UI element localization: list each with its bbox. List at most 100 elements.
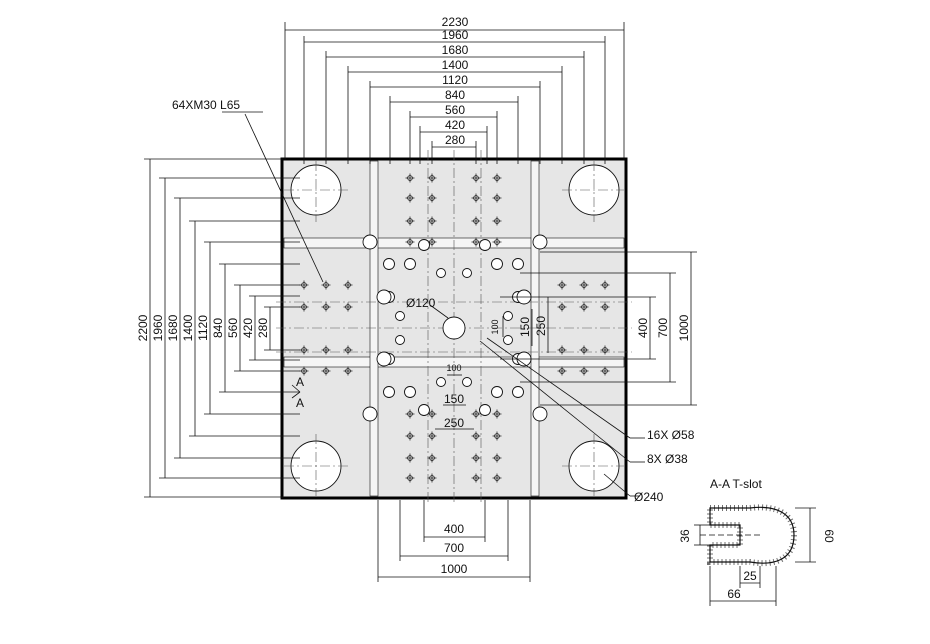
dim-700b-text: 700 (444, 541, 464, 555)
bolt-hole (471, 453, 481, 463)
dim-100b-text: 100 (446, 363, 461, 373)
bolt-hole (427, 216, 437, 226)
mounting-hole (462, 377, 472, 387)
bolt-hole (427, 431, 437, 441)
mounting-hole (418, 239, 430, 251)
bolt-hole (405, 237, 415, 247)
mounting-hole (479, 404, 491, 416)
bolt-hole (492, 173, 502, 183)
mounting-hole (404, 258, 416, 270)
bolt-hole (405, 453, 415, 463)
mounting-hole (395, 311, 405, 321)
center-lines (276, 150, 632, 505)
dim-2230-text: 2230 (442, 15, 469, 29)
bolt-hole (321, 345, 331, 355)
bolt-hole (471, 431, 481, 441)
mounting-hole (362, 406, 378, 422)
bolt-hole (600, 366, 610, 376)
mounting-hole (436, 268, 446, 278)
bolt-hole (492, 193, 502, 203)
bolt-hole (427, 473, 437, 483)
dim-1120v-text: 1120 (196, 315, 210, 341)
bolt-hole (471, 216, 481, 226)
bolt-hole (405, 473, 415, 483)
dim-560-text: 560 (445, 103, 465, 117)
bolt-hole (427, 409, 437, 419)
bolt-hole (471, 473, 481, 483)
bolt-hole (405, 431, 415, 441)
mounting-hole (418, 404, 430, 416)
dim-840v-text: 840 (211, 318, 225, 338)
bolt-hole (492, 431, 502, 441)
bolt-holes (299, 173, 610, 483)
dim-1960-text: 1960 (442, 28, 469, 42)
t-slot-dim-60: 60 (822, 529, 836, 543)
dim-1960v-text: 1960 (151, 314, 165, 341)
bolt-hole (579, 345, 589, 355)
mounting-hole (395, 335, 405, 345)
mounting-hole (362, 234, 378, 250)
mounting-hole (503, 335, 513, 345)
dim-100r-text: 100 (490, 319, 500, 334)
dim-2200-text: 2200 (136, 314, 150, 341)
mounting-hole (462, 268, 472, 278)
mounting-hole (491, 386, 503, 398)
bolt-hole (321, 280, 331, 290)
bolt-hole (321, 302, 331, 312)
mounting-hole (436, 377, 446, 387)
left-dimensions: 2200 1960 1680 1400 1120 840 560 420 280 (136, 158, 300, 498)
bolt-hole (492, 216, 502, 226)
bolt-hole (492, 237, 502, 247)
bolt-hole (579, 302, 589, 312)
right-dimensions: 1000 700 400 250 150 100 (490, 251, 697, 406)
bolt-hole (405, 193, 415, 203)
dim-1400-text: 1400 (442, 58, 469, 72)
bolt-hole (343, 345, 353, 355)
t-slot-dim-66: 66 (727, 587, 741, 601)
dim-150r-text: 150 (518, 317, 532, 337)
bolt-hole (471, 237, 481, 247)
dim-280-text: 280 (445, 133, 465, 147)
center-hole (442, 316, 466, 340)
section-marker-a-bottom: A (296, 396, 304, 410)
bolt-hole (557, 345, 567, 355)
bolt-hole (343, 280, 353, 290)
bolt-hole (299, 345, 309, 355)
t-slot-section: A-A T-slot 36 60 25 66 (678, 477, 836, 606)
bolt-hole (405, 173, 415, 183)
callouts: 64XM30 L65 Ø120 16X Ø58 8X Ø38 Ø240 A A (172, 98, 695, 504)
bolt-hole (427, 173, 437, 183)
t-slot-dim-36: 36 (678, 529, 692, 543)
mounting-hole (532, 406, 548, 422)
dim-420-text: 420 (445, 118, 465, 132)
dim-420v-text: 420 (241, 318, 255, 338)
callout-8x38: 8X Ø38 (647, 452, 688, 466)
bolt-hole (492, 453, 502, 463)
mounting-hole (376, 289, 392, 305)
dim-700r-text: 700 (656, 318, 670, 338)
bolt-hole (471, 409, 481, 419)
bottom-dimensions: 1000 700 400 100 150 250 (377, 363, 531, 582)
tie-bar-holes (284, 161, 624, 496)
bolt-hole (579, 366, 589, 376)
t-slot-dim-25: 25 (743, 569, 757, 583)
dim-1000b-text: 1000 (441, 562, 468, 576)
dim-840-text: 840 (445, 88, 465, 102)
bolt-hole (492, 473, 502, 483)
dim-1120-text: 1120 (442, 73, 468, 87)
bolt-hole (557, 280, 567, 290)
dim-150b-text: 150 (444, 392, 464, 406)
bolt-hole (343, 302, 353, 312)
dim-250r-text: 250 (534, 316, 548, 336)
mounting-hole (376, 351, 392, 367)
mounting-holes (362, 234, 548, 422)
center-dia-callout: Ø120 (406, 296, 436, 310)
bolt-hole (600, 280, 610, 290)
dim-250b-text: 250 (444, 416, 464, 430)
mounting-hole (512, 258, 524, 270)
mounting-hole (532, 234, 548, 250)
mounting-hole (503, 311, 513, 321)
bolt-hole (557, 366, 567, 376)
